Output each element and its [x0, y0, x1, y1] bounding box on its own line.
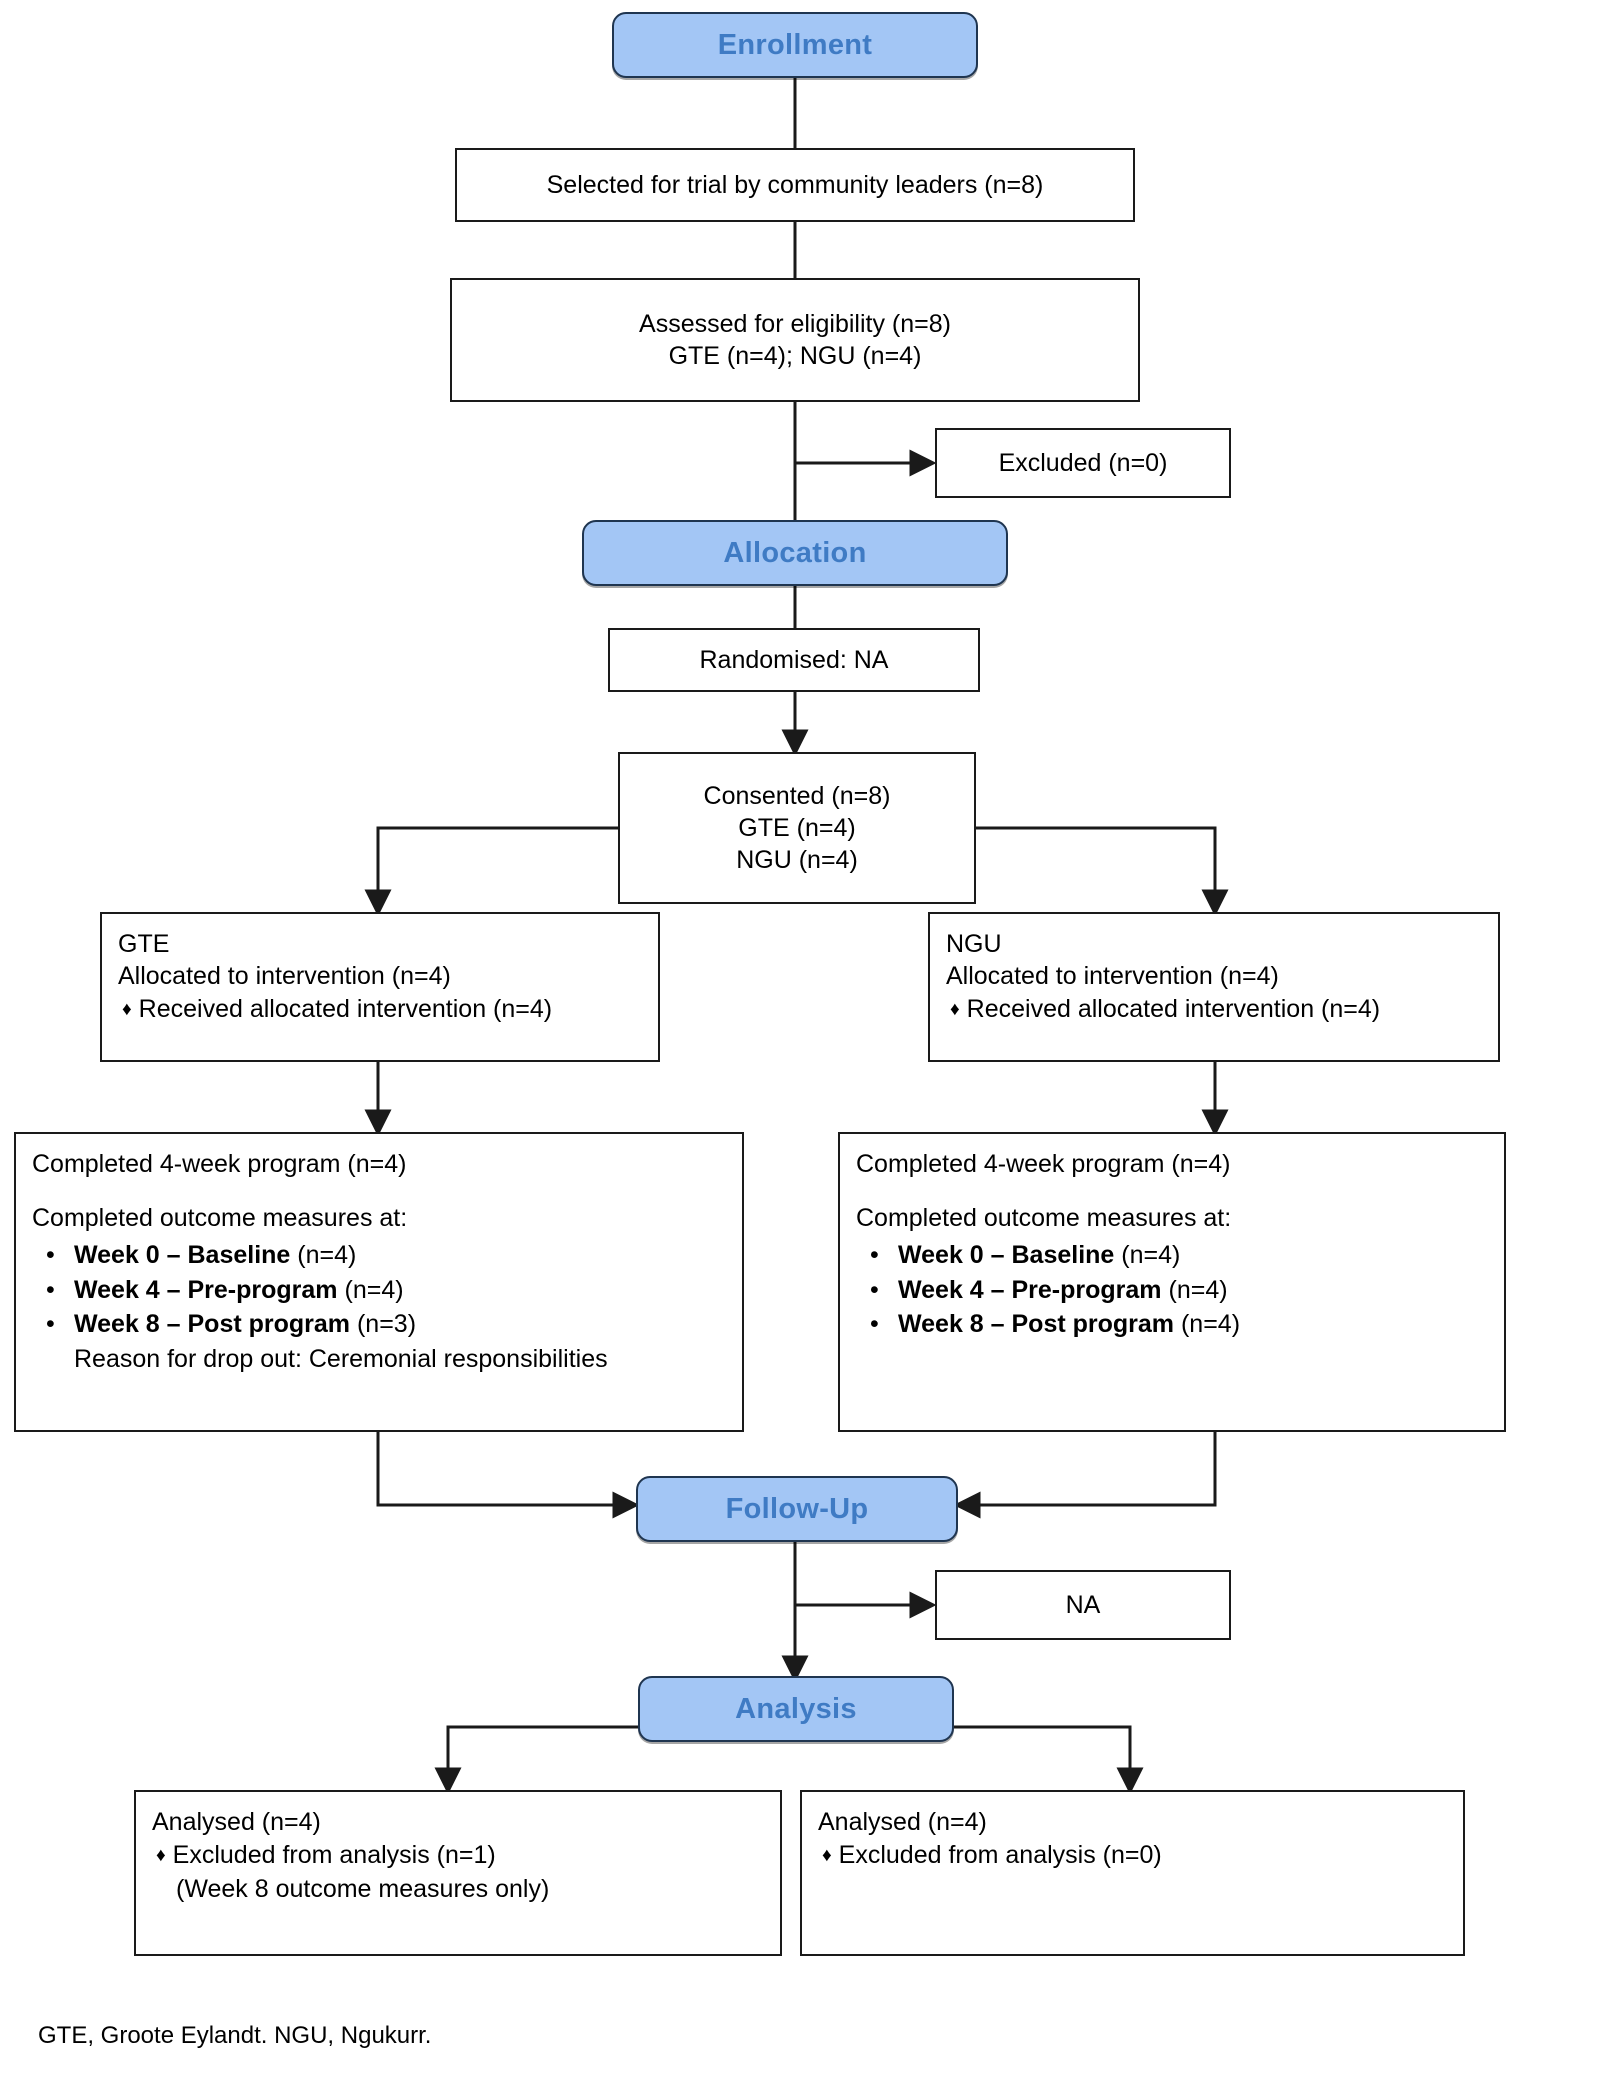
wire-gte-to-followup: [376, 1432, 640, 1519]
box-gte-allocated: GTE Allocated to intervention (n=4) ♦ Re…: [100, 912, 660, 1062]
stage-header-followup: Follow-Up: [636, 1476, 958, 1542]
gte-week0-count: (n=4): [290, 1241, 357, 1269]
box-gte-analysed-bullet: ♦ Excluded from analysis (n=1): [152, 1838, 764, 1873]
wire-consented-to-gte: [364, 826, 618, 917]
box-gte-outcomes-note: Reason for drop out: Ceremonial responsi…: [74, 1344, 608, 1373]
box-assessed-for-eligibility: Assessed for eligibility (n=8) GTE (n=4)…: [450, 278, 1140, 402]
box-ngu-allocated-site: NGU: [946, 930, 1002, 958]
stage-header-allocation: Allocation: [582, 520, 1008, 586]
box-selected-for-trial-text: Selected for trial by community leaders …: [546, 171, 1044, 199]
box-followup-na: NA: [935, 1570, 1231, 1640]
ngu-week4-count: (n=4): [1161, 1275, 1228, 1304]
wire-analysis-to-gte-analysed: [434, 1725, 640, 1795]
box-ngu-allocated-line1: Allocated to intervention (n=4): [946, 962, 1279, 990]
box-assessed-line1: Assessed for eligibility (n=8): [639, 310, 951, 338]
gte-week4-label: Week 4 – Pre-program: [74, 1275, 338, 1304]
stage-header-followup-label: Follow-Up: [725, 1492, 869, 1525]
ngu-week8-label: Week 8 – Post program: [898, 1310, 1175, 1338]
box-consented: Consented (n=8) GTE (n=4) NGU (n=4): [618, 752, 976, 904]
gte-week8-label: Week 8 – Post program: [74, 1310, 351, 1338]
diamond-bullet-icon: ♦: [122, 999, 132, 1020]
box-gte-allocated-bullet: ♦ Received allocated intervention (n=4): [118, 992, 642, 1027]
list-item: • Week 8 – Post program (n=3): [32, 1307, 726, 1342]
box-ngu-allocated-bullet-text: Received allocated intervention (n=4): [966, 995, 1381, 1023]
round-bullet-icon: •: [870, 1241, 879, 1269]
box-gte-allocated-bullet-text: Received allocated intervention (n=4): [138, 995, 553, 1023]
ngu-outcomes-list: • Week 0 – Baseline (n=4) • Week 4 – Pre…: [856, 1238, 1488, 1342]
box-ngu-analysed-line1: Analysed (n=4): [818, 1808, 987, 1836]
gte-week8-count: (n=3): [350, 1310, 417, 1338]
box-consented-line1: Consented (n=8): [703, 782, 891, 810]
box-gte-analysed: Analysed (n=4) ♦ Excluded from analysis …: [134, 1790, 782, 1956]
box-ngu-allocated-bullet: ♦ Received allocated intervention (n=4): [946, 992, 1482, 1027]
gte-outcomes-list: • Week 0 – Baseline (n=4) • Week 4 – Pre…: [32, 1238, 726, 1342]
round-bullet-icon: •: [46, 1241, 55, 1269]
diamond-bullet-icon: ♦: [156, 1845, 166, 1866]
round-bullet-icon: •: [46, 1310, 55, 1338]
box-ngu-analysed: Analysed (n=4) ♦ Excluded from analysis …: [800, 1790, 1465, 1956]
box-consented-line2: GTE (n=4): [738, 814, 856, 842]
ngu-week0-count: (n=4): [1114, 1241, 1181, 1269]
diamond-bullet-icon: ♦: [822, 1845, 832, 1866]
box-gte-allocated-site: GTE: [118, 930, 170, 958]
wire-consented-to-ngu: [975, 826, 1229, 917]
list-item: • Week 0 – Baseline (n=4): [32, 1238, 726, 1273]
gte-week4-count: (n=4): [337, 1275, 404, 1304]
stage-header-analysis: Analysis: [638, 1676, 954, 1742]
diagram-footnote: GTE, Groote Eylandt. NGU, Ngukurr.: [38, 2022, 432, 2049]
spacer: [32, 1180, 726, 1202]
box-randomised-text: Randomised: NA: [699, 646, 889, 674]
box-gte-outcomes-line1: Completed 4-week program (n=4): [32, 1150, 407, 1178]
box-gte-analysed-note: (Week 8 outcome measures only): [176, 1874, 550, 1903]
box-gte-analysed-line1: Analysed (n=4): [152, 1808, 321, 1836]
ngu-week8-count: (n=4): [1174, 1310, 1241, 1338]
stage-header-enrollment-label: Enrollment: [717, 28, 873, 61]
wire-analysis-to-ngu-analysed: [952, 1725, 1144, 1795]
ngu-week0-label: Week 0 – Baseline: [898, 1241, 1115, 1269]
gte-week0-label: Week 0 – Baseline: [74, 1241, 291, 1269]
ngu-week4-label: Week 4 – Pre-program: [898, 1275, 1162, 1304]
box-gte-outcomes: Completed 4-week program (n=4) Completed…: [14, 1132, 744, 1432]
round-bullet-icon: •: [46, 1275, 55, 1304]
box-ngu-outcomes-line2: Completed outcome measures at:: [856, 1204, 1232, 1232]
box-selected-for-trial: Selected for trial by community leaders …: [455, 148, 1135, 222]
wire-ngu-to-followup: [953, 1432, 1217, 1519]
box-assessed-line2: GTE (n=4); NGU (n=4): [668, 342, 922, 370]
stage-header-allocation-label: Allocation: [723, 536, 867, 569]
list-item: • Week 8 – Post program (n=4): [856, 1307, 1488, 1342]
box-randomised: Randomised: NA: [608, 628, 980, 692]
box-ngu-analysed-bullet: ♦ Excluded from analysis (n=0): [818, 1838, 1447, 1873]
box-excluded-text: Excluded (n=0): [998, 449, 1168, 477]
list-item: • Week 4 – Pre-program (n=4): [32, 1273, 726, 1308]
stage-header-enrollment: Enrollment: [612, 12, 978, 78]
box-ngu-outcomes: Completed 4-week program (n=4) Completed…: [838, 1132, 1506, 1432]
box-ngu-outcomes-line1: Completed 4-week program (n=4): [856, 1150, 1231, 1178]
box-excluded: Excluded (n=0): [935, 428, 1231, 498]
list-item: • Week 0 – Baseline (n=4): [856, 1238, 1488, 1273]
list-item: • Week 4 – Pre-program (n=4): [856, 1273, 1488, 1308]
box-gte-analysed-bullet-text: Excluded from analysis (n=1): [172, 1841, 496, 1869]
round-bullet-icon: •: [870, 1310, 879, 1338]
stage-header-analysis-label: Analysis: [735, 1692, 857, 1725]
spacer: [856, 1180, 1488, 1202]
box-gte-outcomes-line2: Completed outcome measures at:: [32, 1204, 408, 1232]
box-gte-allocated-line1: Allocated to intervention (n=4): [118, 962, 451, 990]
box-followup-na-text: NA: [1065, 1591, 1101, 1619]
round-bullet-icon: •: [870, 1275, 879, 1304]
box-consented-line3: NGU (n=4): [736, 846, 858, 874]
diamond-bullet-icon: ♦: [950, 999, 960, 1020]
box-ngu-analysed-bullet-text: Excluded from analysis (n=0): [838, 1841, 1162, 1869]
box-ngu-allocated: NGU Allocated to intervention (n=4) ♦ Re…: [928, 912, 1500, 1062]
